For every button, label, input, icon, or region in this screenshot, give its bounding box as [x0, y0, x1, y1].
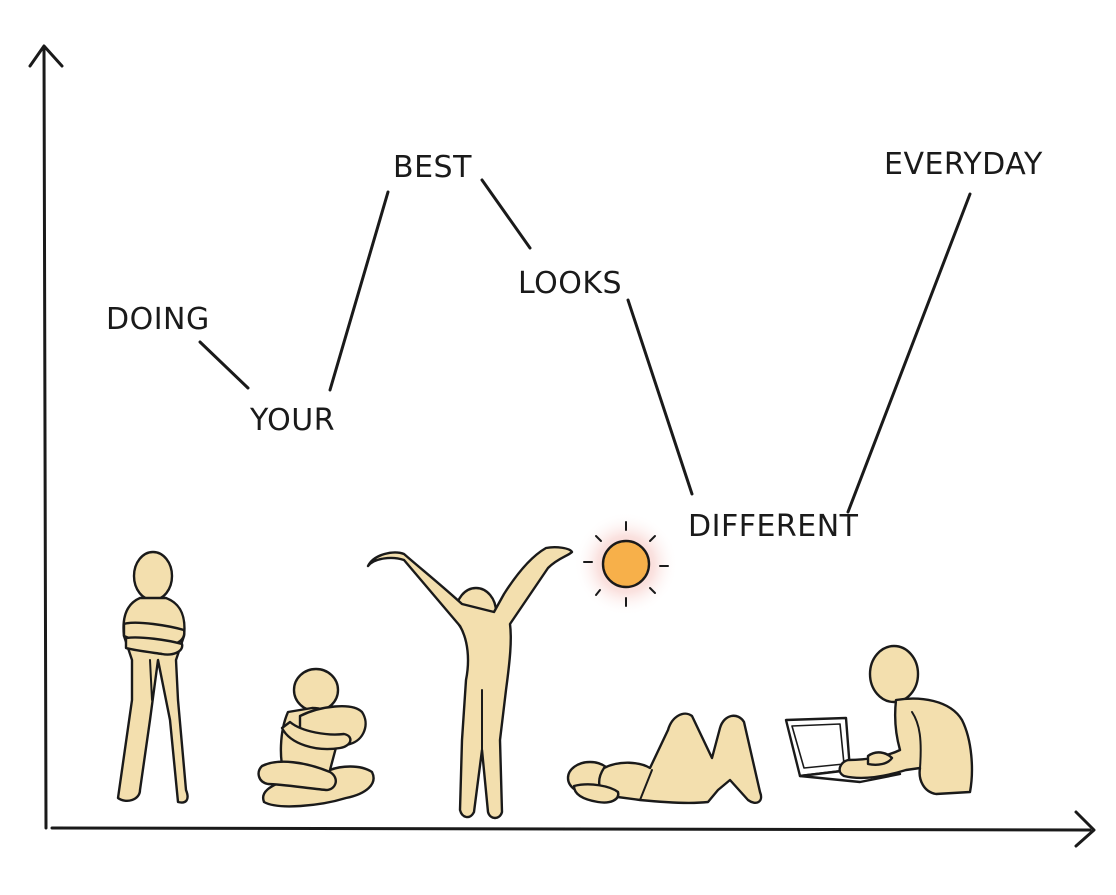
word-best: BEST [393, 150, 472, 185]
y-axis-line [42, 46, 48, 830]
x-axis-arrowhead [1074, 810, 1096, 848]
lying-down-figure [566, 712, 763, 805]
word-doing: DOING [106, 302, 210, 337]
standing-arms-crossed-figure [116, 550, 189, 804]
sun-icon [574, 512, 678, 616]
connector-your-best [328, 190, 390, 392]
connector-different-everyday [846, 192, 972, 514]
connector-best-looks [480, 178, 532, 250]
word-your: YOUR [249, 403, 335, 438]
word-looks: LOOKS [518, 266, 622, 301]
connector-looks-different [626, 298, 694, 496]
connector-doing-your [198, 340, 250, 390]
sitting-hugging-pillow-figure [257, 667, 375, 808]
working-on-laptop-figure [784, 644, 974, 796]
word-everyday: EVERYDAY [884, 147, 1043, 182]
word-connector-lines [198, 178, 972, 514]
axes [28, 44, 1096, 848]
stretching-arms-up-figure [366, 546, 574, 820]
y-axis-arrowhead [28, 44, 64, 68]
x-axis-line [50, 826, 1092, 832]
sentence-words: DOING YOUR BEST LOOKS DIFFERENT EVERYDAY [106, 147, 1043, 544]
word-different: DIFFERENT [688, 509, 859, 544]
